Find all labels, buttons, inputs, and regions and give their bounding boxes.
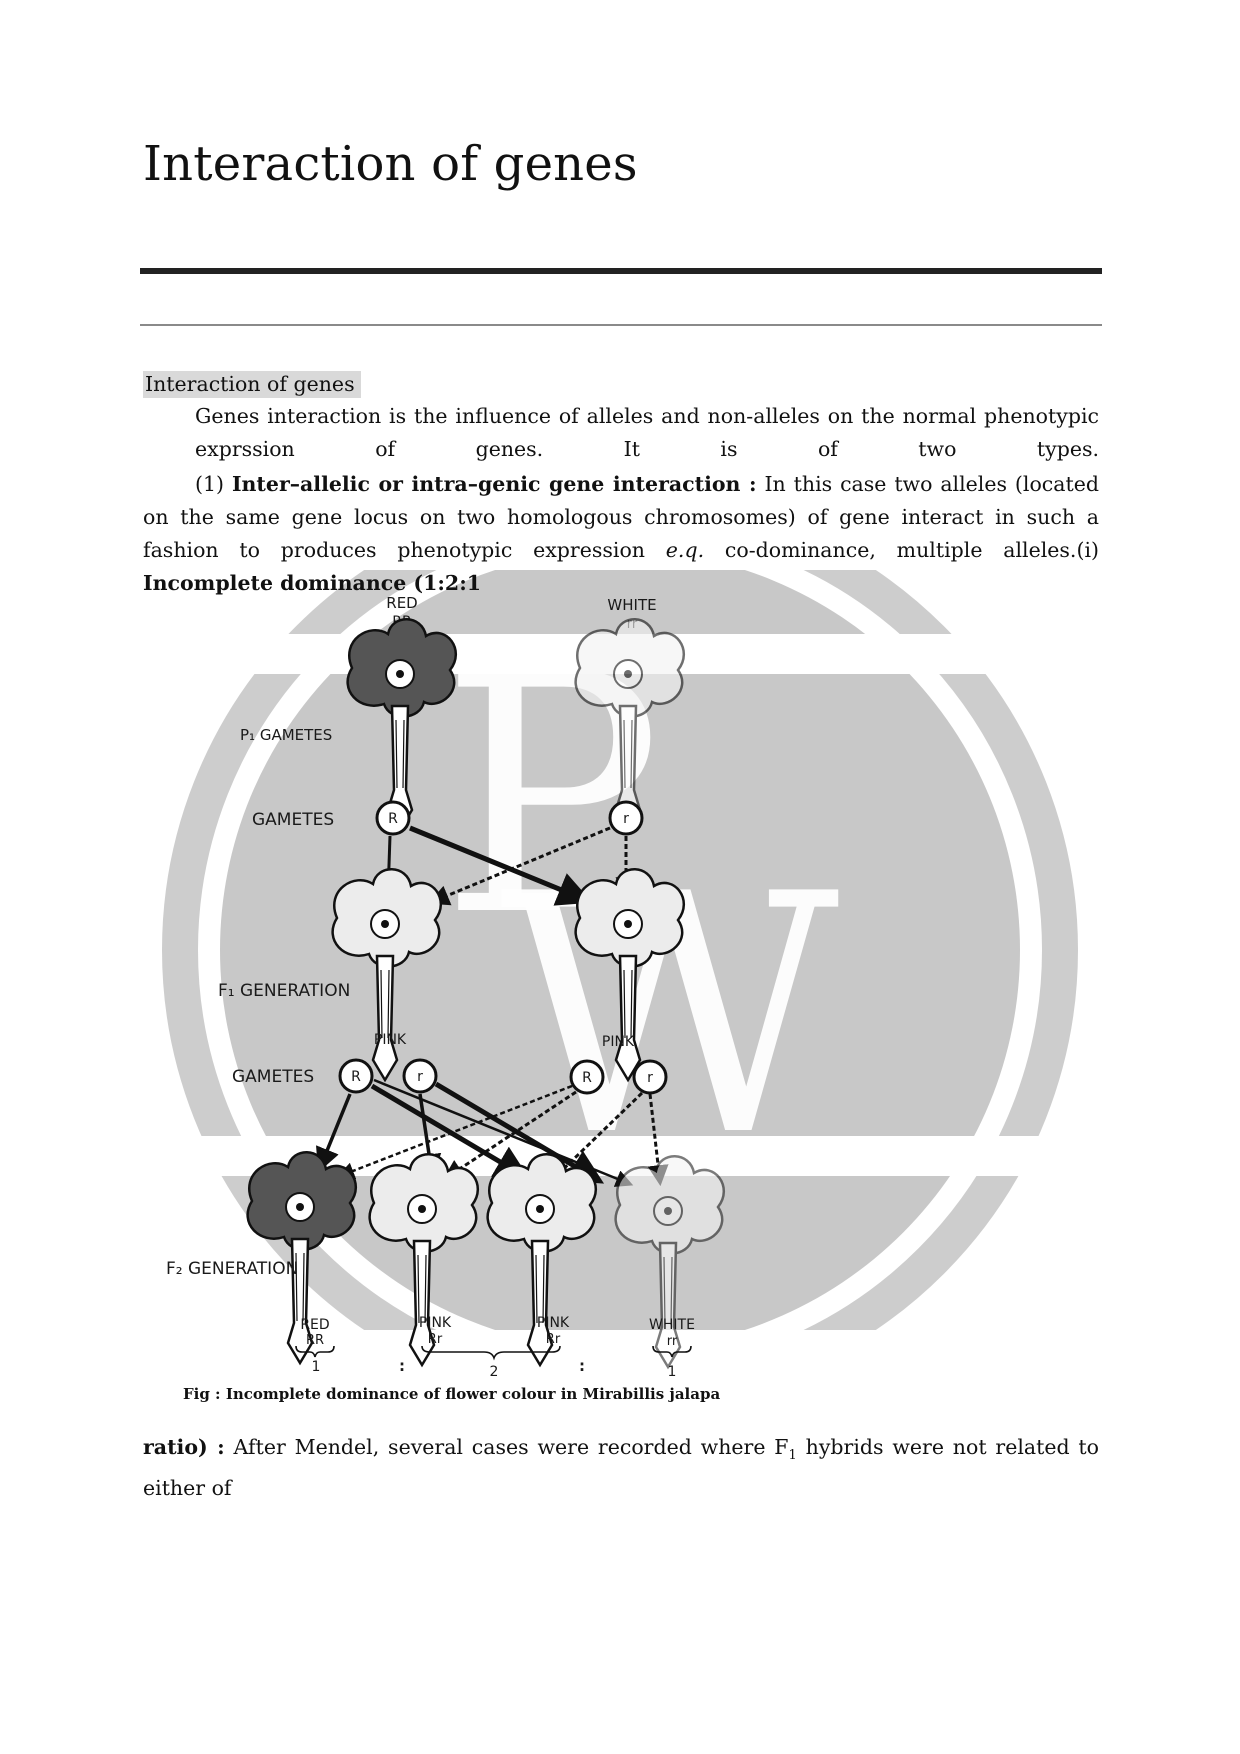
brace-pink: [421, 1345, 561, 1361]
ratio-text-2: hybrids were not related to either of: [143, 1435, 1100, 1501]
arrow-f2-1: [316, 1093, 352, 1173]
ratio-subscript: 1: [788, 1448, 797, 1464]
ratio-text-1: After Mendel, several cases were recorde…: [224, 1435, 789, 1459]
f2-generation-label: F₂ GENERATION: [166, 1259, 298, 1279]
ratio-red: 1: [312, 1359, 321, 1375]
gamete-R-1: R: [388, 811, 398, 827]
flower-f2-pink-1: [368, 1152, 480, 1367]
para2-bold-incomplete: Incomplete dominance (1:2:1: [143, 571, 482, 595]
parent-white-label: WHITE: [607, 596, 656, 614]
p1-gametes-label: P₁ GAMETES: [240, 726, 332, 744]
f1-pink-right-label: PINK: [602, 1034, 635, 1050]
gamete-R-2b: R: [582, 1070, 592, 1086]
gamete-circle-r-2a: [402, 1058, 438, 1094]
gamete-circle-r-1: [608, 800, 644, 836]
f2-phenotype-white: WHITE: [649, 1317, 695, 1333]
title-divider-thin: [140, 324, 1102, 326]
f2-genotype-white: rr: [667, 1334, 678, 1349]
inter-allelic-paragraph: (1) Inter–allelic or intra–genic gene in…: [143, 468, 1099, 600]
f2-genotype-red: RR: [306, 1333, 324, 1348]
figure-caption: Fig : Incomplete dominance of flower col…: [183, 1385, 721, 1403]
ratio-paragraph: ratio) : After Mendel, several cases wer…: [143, 1431, 1099, 1505]
arrow-f2-7: [442, 1090, 577, 1181]
f2-genotype-pink-2: Rr: [546, 1332, 561, 1347]
f1-generation-label: F₁ GENERATION: [218, 981, 350, 1001]
arrow-f2-6: [336, 1084, 573, 1180]
gamete-r-2a: r: [417, 1069, 423, 1085]
flower-f2-pink-2: [486, 1152, 598, 1367]
para2-number: (1): [195, 472, 232, 496]
ratio-sep-2: :: [579, 1357, 585, 1375]
para2-bold-term: Inter–allelic or intra–genic gene intera…: [231, 472, 757, 496]
arrow-f2-2: [370, 1083, 531, 1180]
para2-text-2: co-dominance, multiple alleles.(i): [704, 538, 1099, 562]
gamete-r-1: r: [623, 811, 629, 827]
section-heading: Interaction of genes: [143, 371, 361, 398]
gamete-R-2a: R: [351, 1069, 361, 1085]
para2-eg: e.q.: [665, 538, 705, 562]
page-title: Interaction of genes: [143, 136, 638, 192]
gamete-circle-R-2a: [338, 1058, 374, 1094]
ratio-pink: 2: [490, 1364, 499, 1380]
arrow-f2-8: [548, 1091, 644, 1183]
intro-paragraph: Genes interaction is the influence of al…: [143, 400, 1099, 466]
ratio-sep-1: :: [399, 1357, 405, 1375]
gamete-circle-R-1: [375, 800, 411, 836]
ratio-bold: ratio) :: [143, 1435, 225, 1459]
f2-phenotype-pink-2: PINK: [537, 1315, 570, 1331]
arrow-R-to-f1-right: [409, 825, 593, 906]
flower-f1-left: [331, 867, 443, 1082]
brace-white: [652, 1345, 692, 1358]
title-divider-thick: [140, 268, 1102, 274]
gamete-r-2b: r: [647, 1070, 653, 1086]
f2-phenotype-red: RED: [300, 1317, 329, 1333]
f2-genotype-pink-1: Rr: [428, 1332, 443, 1347]
gametes-label-1: GAMETES: [252, 810, 334, 830]
incomplete-dominance-diagram: RED RR WHITE rr P₁ GAMETES GAMETES R r F…: [166, 594, 726, 1380]
parent-red-label: RED: [386, 594, 417, 612]
gamete-circle-r-2b: [632, 1059, 668, 1095]
intro-text-content: Genes interaction is the influence of al…: [195, 404, 1099, 461]
arrow-r-to-f1-left: [428, 826, 611, 906]
para2-text-1: In this case two alleles (located on the…: [143, 472, 1100, 562]
f2-phenotype-pink-1: PINK: [419, 1315, 452, 1331]
ratio-white: 1: [668, 1364, 677, 1380]
ratio-line: ratio) : After Mendel, several cases wer…: [143, 1431, 1099, 1505]
gamete-circle-R-2b: [569, 1059, 605, 1095]
f1-pink-left-label: PINK: [374, 1032, 407, 1048]
flower-white-parent: [574, 617, 686, 832]
brace-red: [295, 1345, 335, 1358]
intro-text: Genes interaction is the influence of al…: [143, 400, 1099, 466]
flower-red-parent: [346, 617, 458, 832]
gametes-label-2: GAMETES: [232, 1067, 314, 1087]
